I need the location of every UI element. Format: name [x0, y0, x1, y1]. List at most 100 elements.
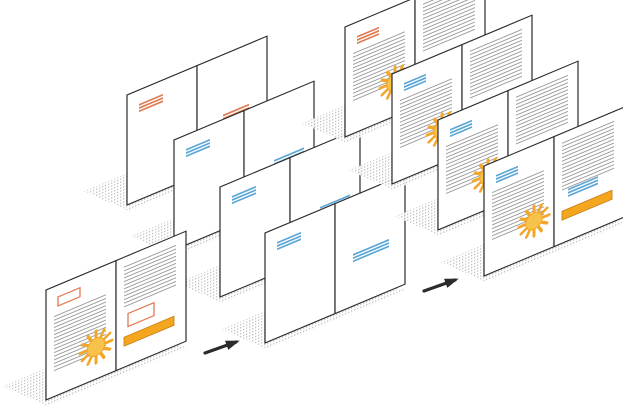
sun-ray — [80, 352, 91, 363]
text-line — [446, 149, 498, 173]
text-line — [492, 191, 544, 215]
text-line — [124, 255, 176, 279]
text-line — [353, 49, 405, 73]
text-line — [492, 184, 544, 208]
text-line — [423, 17, 475, 41]
text-line — [492, 177, 544, 201]
text-line — [54, 301, 106, 325]
text-line — [562, 142, 614, 166]
text-line — [470, 54, 522, 77]
text-line — [423, 0, 475, 20]
text-line — [400, 99, 452, 123]
text-line — [353, 34, 405, 58]
text-line — [423, 0, 475, 16]
composite-body-block — [568, 179, 598, 194]
composite-header-block — [496, 168, 518, 180]
text-line — [353, 38, 405, 62]
sunburst-icon — [517, 203, 551, 239]
text-line — [516, 92, 568, 116]
text-line — [446, 145, 498, 169]
text-line — [562, 138, 614, 162]
text-line — [516, 85, 568, 109]
text-line — [492, 199, 544, 222]
sun-ray — [101, 346, 112, 351]
composite-header-block — [496, 165, 518, 177]
text-line — [470, 64, 522, 88]
composite-header-block — [357, 29, 379, 41]
master-header-block — [232, 192, 256, 205]
master-header-block — [277, 231, 301, 244]
text-line — [562, 146, 614, 169]
text-line — [124, 244, 176, 268]
text-line — [124, 273, 176, 297]
composite-body-block — [568, 182, 598, 197]
text-line — [400, 89, 452, 112]
text-line — [516, 110, 568, 134]
text-line — [446, 127, 498, 151]
text-line — [516, 103, 568, 127]
text-line — [54, 305, 106, 328]
text-line — [54, 323, 106, 346]
text-line — [423, 28, 475, 52]
text-line — [423, 21, 475, 45]
sun-ray — [427, 125, 438, 130]
text-line — [124, 277, 176, 301]
master-body-block — [353, 238, 389, 256]
text-line — [353, 60, 405, 83]
text-line — [470, 72, 522, 95]
text-line — [492, 181, 544, 204]
text-line — [516, 96, 568, 120]
text-line — [470, 61, 522, 85]
text-line — [470, 28, 522, 52]
text-line — [516, 114, 568, 138]
composite-header-block — [404, 73, 426, 85]
arrow-right-icon — [203, 340, 240, 355]
arrow-head — [444, 278, 459, 288]
text-line — [124, 270, 176, 293]
text-line — [470, 46, 522, 70]
text-line — [492, 195, 544, 219]
sun-ray — [473, 171, 484, 176]
text-line — [492, 188, 544, 212]
text-line — [470, 57, 522, 81]
orange-frame — [127, 301, 155, 328]
sun-ray — [427, 133, 438, 144]
text-line — [124, 252, 176, 275]
text-line — [516, 107, 568, 131]
master-body-block — [274, 147, 304, 162]
text-line — [446, 135, 498, 158]
text-line — [562, 124, 614, 148]
text-line — [470, 43, 522, 67]
text-line — [446, 153, 498, 176]
text-line — [400, 103, 452, 127]
orange-frame — [57, 286, 81, 307]
source-spread — [45, 230, 187, 401]
text-line — [423, 0, 475, 9]
text-line — [562, 149, 614, 173]
text-line — [562, 131, 614, 155]
text-line — [423, 7, 475, 30]
master-header-block — [186, 138, 210, 151]
composite-header-block — [404, 76, 426, 88]
text-line — [423, 0, 475, 23]
text-line — [470, 36, 522, 59]
orange-bar — [123, 315, 175, 347]
text-line — [124, 280, 176, 304]
text-line — [516, 100, 568, 123]
text-line — [54, 308, 106, 332]
text-line — [423, 0, 475, 12]
sunburst-icon — [78, 328, 114, 366]
text-line — [353, 31, 405, 55]
sun-ray — [380, 86, 391, 97]
text-line — [423, 14, 475, 38]
sun-ray — [101, 331, 112, 342]
text-line — [516, 118, 568, 141]
text-line — [562, 167, 614, 191]
text-line — [54, 297, 106, 321]
text-line — [124, 262, 176, 286]
text-line — [470, 39, 522, 63]
master-header-block — [277, 235, 301, 247]
text-line — [492, 170, 544, 194]
composite-header-block — [450, 126, 472, 138]
text-line — [124, 266, 176, 290]
